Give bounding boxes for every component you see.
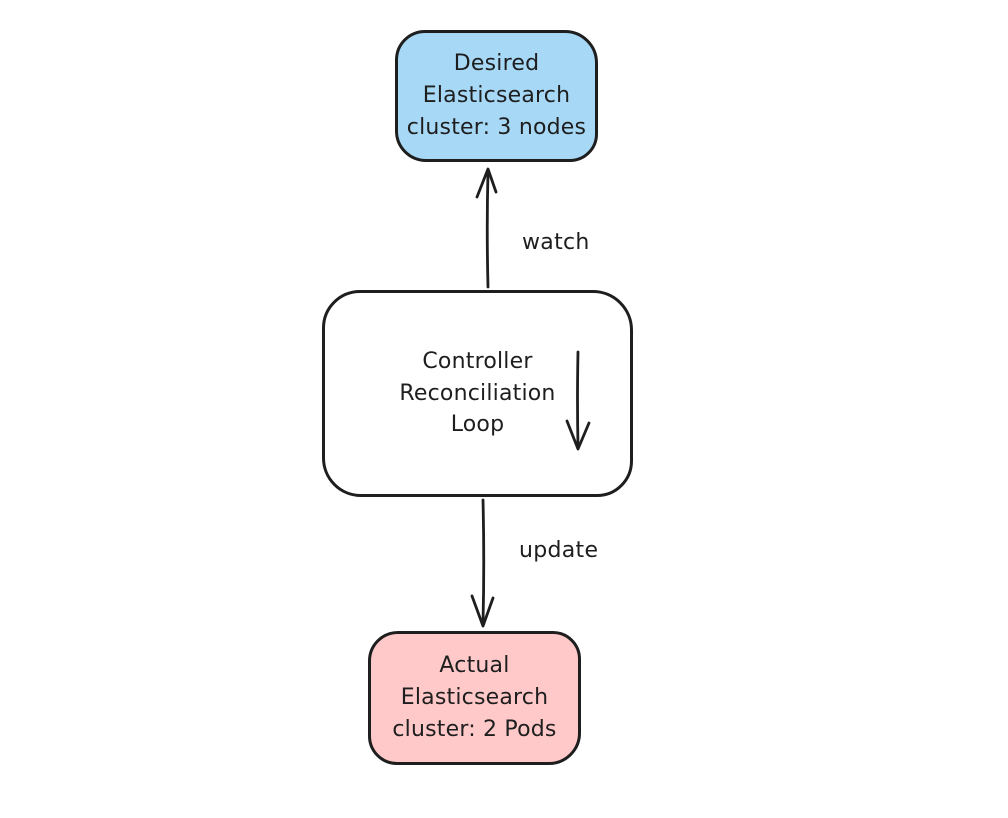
node-controller-loop: Controller Reconciliation Loop — [322, 290, 633, 497]
node-actual-cluster: Actual Elasticsearch cluster: 2 Pods — [368, 631, 581, 765]
update-edge-label: update — [519, 538, 599, 563]
node-desired-cluster-label: Desired Elasticsearch cluster: 3 nodes — [406, 51, 587, 140]
watch-arrow-head — [475, 167, 498, 199]
node-actual-cluster-label: Actual Elasticsearch cluster: 2 Pods — [392, 653, 557, 742]
update-arrow — [470, 498, 495, 628]
update-arrow-shaft — [481, 498, 486, 625]
node-controller-loop-label: Controller Reconciliation Loop — [399, 348, 556, 438]
watch-arrow-shaft — [485, 170, 490, 289]
update-arrow-head — [470, 594, 495, 628]
node-desired-cluster: Desired Elasticsearch cluster: 3 nodes — [395, 30, 598, 162]
watch-arrow — [475, 167, 498, 289]
watch-edge-label: watch — [522, 230, 590, 255]
